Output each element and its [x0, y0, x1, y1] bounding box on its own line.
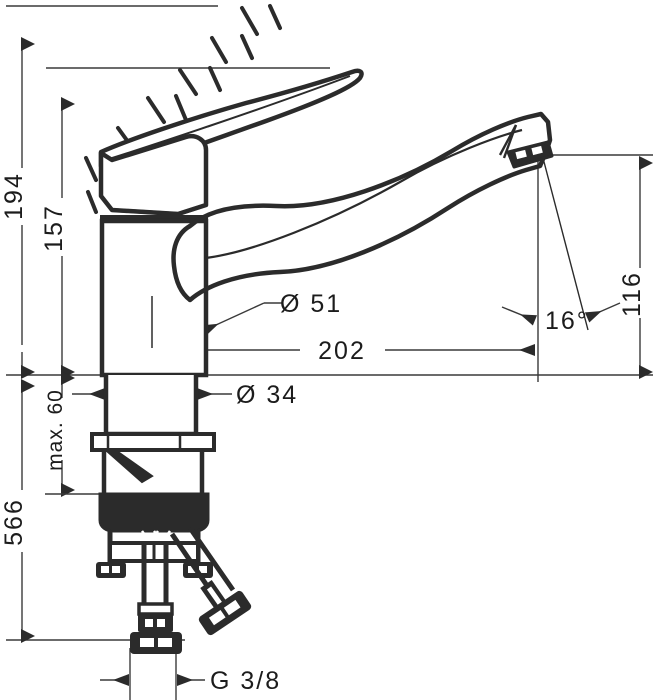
hose-right-end-slot-a [208, 609, 226, 626]
dimension-body-diameter: Ø 51 [201, 290, 342, 336]
bracket-foot-right-slot-b [199, 566, 207, 573]
mounting-shank [103, 375, 199, 437]
dim-label-194: 194 [0, 172, 28, 220]
dim-label-g38: G 3/8 [210, 667, 281, 695]
spout-lower-edge [187, 163, 543, 303]
dimension-thread: G 3/8 [100, 667, 281, 695]
shank-rails [101, 450, 205, 494]
aerator-slot-left [515, 149, 527, 160]
lever-hub-underside [111, 203, 207, 217]
dimension-566: 566 [0, 379, 35, 643]
bracket-foot-right-slot-a [188, 566, 196, 573]
dim-label-116: 116 [618, 271, 646, 317]
dimension-157: 157 [40, 97, 75, 379]
supply-hose-left [130, 545, 182, 654]
spout-crease [205, 128, 523, 260]
dim-label-157: 157 [40, 204, 68, 252]
faucet-body [99, 218, 209, 378]
hose-right-end-slot-b [223, 599, 241, 616]
dimension-116: 116 [618, 156, 653, 379]
bracket-foot-left-slot-a [101, 566, 109, 573]
clamp-nut-body [98, 492, 210, 533]
dim-label-16deg: 16° [545, 307, 589, 335]
spout-facet-line-2 [502, 124, 518, 159]
aerator [506, 140, 554, 169]
dim-leader-d51 [201, 302, 265, 336]
hose-left-nut-slot-b [157, 619, 165, 627]
dimension-194: 194 [0, 37, 35, 379]
shank-outline [103, 375, 199, 437]
bracket-foot-left-slot-b [112, 566, 120, 573]
lever-hub [98, 134, 209, 217]
hose-left-nut-slot-a [145, 619, 153, 627]
spout-upper-edge [187, 111, 544, 229]
countertop-wedge [105, 451, 154, 484]
dim-arrow-16deg-right [584, 302, 621, 323]
dim-label-d34: Ø 34 [236, 381, 298, 409]
aerator-slot-right [531, 145, 543, 156]
spout-root-curve [171, 224, 192, 302]
hose-left-end-fitting [130, 632, 182, 654]
hose-left-end-slot-b [158, 638, 172, 647]
supply-hose-right [169, 526, 252, 636]
mounting-plate-body [90, 432, 216, 452]
dim-label-max-60: max. 60 [44, 389, 67, 471]
hose-right-end-fitting [198, 590, 252, 636]
mounting-plate [90, 432, 216, 452]
dim-label-566: 566 [0, 498, 28, 546]
dim-label-d51: Ø 51 [280, 290, 342, 318]
hose-left-collar [137, 602, 174, 616]
body-outline [99, 218, 209, 378]
hose-right-end-group [198, 590, 252, 636]
dim-arrow-16deg-left [501, 306, 537, 326]
hose-right-collar-slot [206, 586, 224, 607]
bracket-foot-left [96, 562, 126, 578]
countertop-wedge-shape [105, 451, 154, 484]
hose-left-body [141, 545, 169, 612]
hose-left-nut [138, 614, 173, 632]
dimension-outlet-angle: 16° [501, 157, 621, 335]
hose-left-end-slot-a [140, 638, 154, 647]
dim-label-202: 202 [318, 337, 366, 365]
dimension-shank-diameter: Ø 34 [72, 381, 298, 409]
outlet-stream-line [542, 157, 589, 331]
